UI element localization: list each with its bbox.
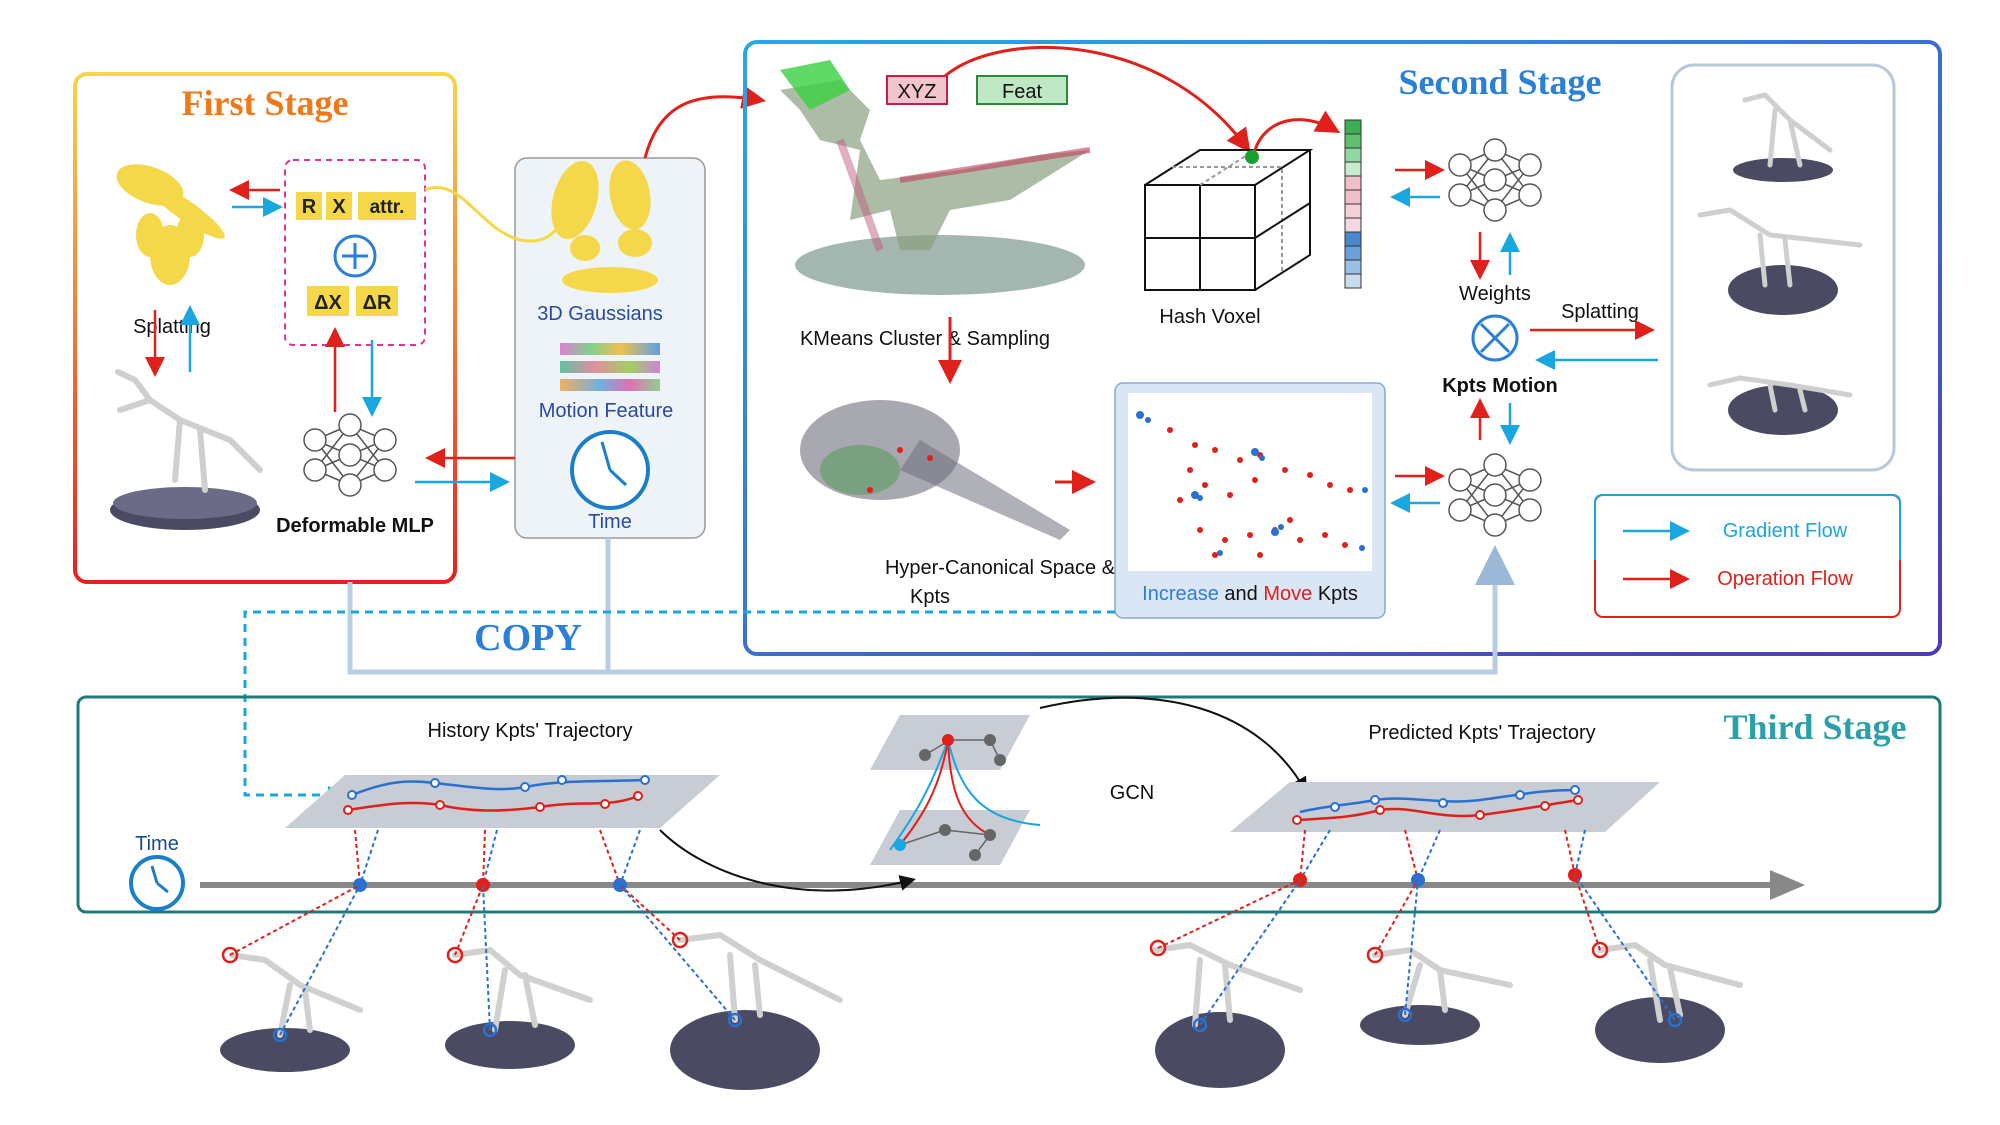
and-word: and [1219,583,1263,605]
point-cloud-dino [780,60,1091,295]
timeline-arrowhead [1770,870,1805,900]
attr-attr-label: attr. [370,197,405,218]
feat-tag: Feat [1002,81,1042,103]
motion-feature-icon [560,343,660,391]
delta-x-label: ΔX [314,292,342,314]
xyz-tag: XYZ [898,81,937,103]
3d-gaussians-icon [551,160,658,293]
rendered-results-panel [1670,63,1896,472]
motion-feature-label: Motion Feature [539,400,674,422]
predicted-trajectory-label: Predicted Kpts' Trajectory [1368,722,1595,744]
predicted-timepoints [1293,829,1586,887]
first-stage-panel: First Stage Splatting R X attr. [73,72,457,584]
hyper-canonical-label-2: Kpts [910,586,950,608]
history-timepoints [353,829,641,892]
kpts-word: Kpts [1312,583,1358,605]
increase-move-label: Increase and Move Kpts [1142,583,1358,605]
hyper-canonical-label-1: Hyper-Canonical Space & [885,557,1116,579]
splatting-label: Splatting [133,316,211,338]
gradient-flow-label: Gradient Flow [1723,520,1848,542]
gcn-label: GCN [1110,782,1154,804]
move-word: Move [1263,583,1312,605]
dino-render-p1 [1149,879,1303,1088]
deformable-mlp-label: Deformable MLP [276,515,434,537]
voxel-point [1245,150,1259,164]
clock-icon [570,430,650,510]
add-icon [333,234,377,278]
attr-r-label: R [302,196,317,218]
increase-word: Increase [1142,583,1219,605]
weights-label: Weights [1459,283,1531,305]
first-stage-title: First Stage [182,83,349,123]
second-stage-title: Second Stage [1398,62,1601,102]
3d-gaussians-label: 3D Gaussians [537,303,663,325]
gaussian-time-panel: 3D Gaussians Motion Feature Time [415,85,766,539]
copy-connectors: COPY [243,538,1515,804]
predicted-trajectory-plane [1230,782,1660,832]
kmeans-label: KMeans Cluster & Sampling [800,328,1050,350]
third-stage-title: Third Stage [1723,707,1906,747]
dino-render-h2 [445,884,593,1069]
hash-voxel-cube [1144,149,1314,291]
history-trajectory-plane [285,775,720,828]
splatting-right-label: Splatting [1561,301,1639,323]
operation-flow-label: Operation Flow [1717,568,1853,590]
dino-render-h1 [220,884,363,1072]
third-stage-panel: Third Stage History Kpts' Trajectory Pre… [76,695,1942,914]
dino-render-p2 [1360,879,1513,1045]
gcn-graph-icon [870,715,1041,865]
predicted-dino-renders [1149,874,1743,1088]
kpts-motion-label: Kpts Motion [1442,375,1558,397]
feature-vector [1344,119,1362,289]
dino-render-p3 [1574,874,1743,1063]
splatting-gaussian-icon [116,164,225,285]
hyper-canonical-cloud [800,400,1070,540]
weights-mlp-icon [1448,138,1542,222]
attr-x-label: X [332,196,346,218]
legend: Gradient Flow Operation Flow [1594,494,1901,618]
history-trajectory-label: History Kpts' Trajectory [428,720,633,742]
delta-r-label: ΔR [363,292,392,314]
copy-label: COPY [474,617,582,659]
timeline-time-label: Time [135,833,179,855]
attribute-box [284,159,426,346]
history-dino-renders [220,884,843,1090]
deformable-mlp-icon [303,413,397,497]
increase-move-kpts-panel: Increase and Move Kpts [1114,382,1386,619]
dino-skeleton-render [110,369,263,530]
kpts-mlp-icon [1448,453,1542,537]
time-label: Time [588,511,632,533]
timeline-clock-icon [129,855,185,911]
hash-voxel-label: Hash Voxel [1159,306,1260,328]
multiply-icon [1471,314,1519,362]
second-stage-panel: Second Stage XYZ Feat KMeans Cluster & S… [743,40,1942,656]
dino-render-h3 [619,884,843,1090]
